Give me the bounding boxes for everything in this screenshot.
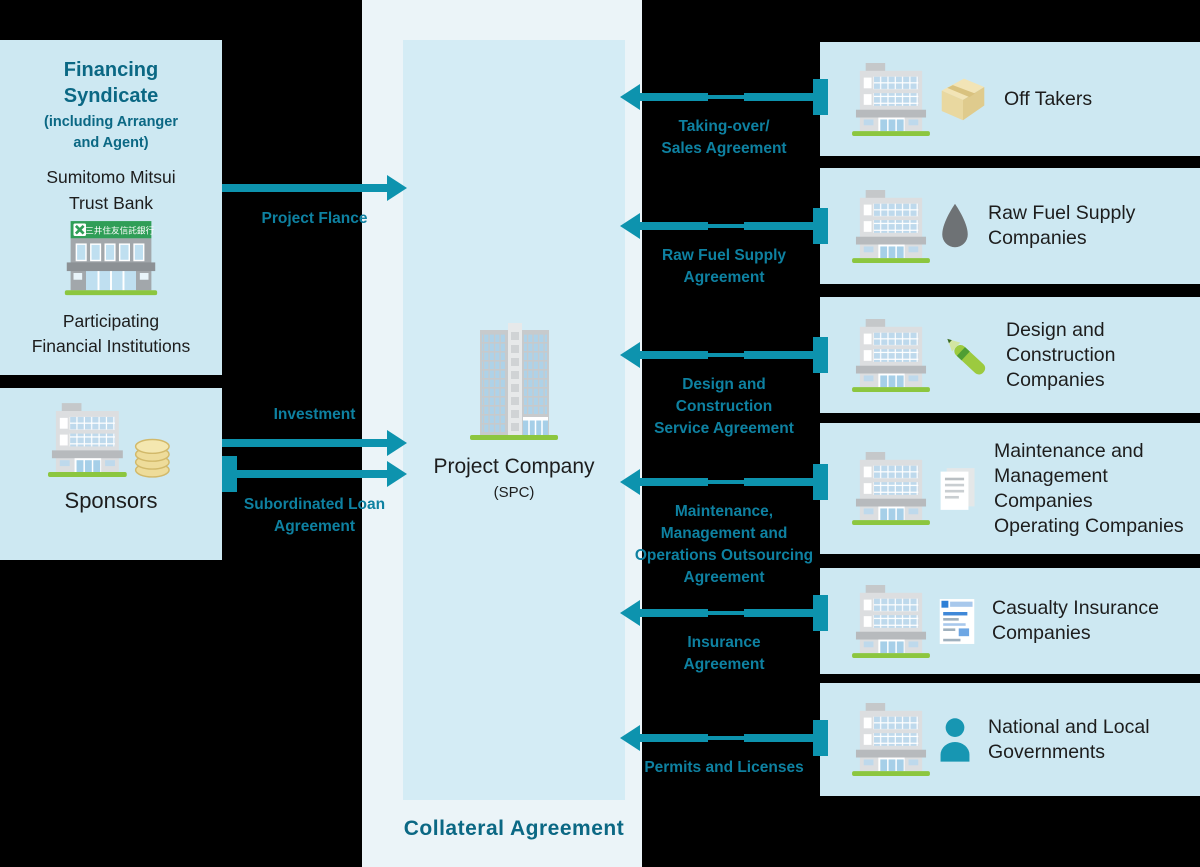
office-building-icon xyxy=(852,584,930,658)
arrow-notch xyxy=(708,609,744,617)
financing-syndicate-panel: Financing Syndicate (including Arranger … xyxy=(0,40,222,375)
arrowhead-right-icon xyxy=(387,461,407,487)
arrowhead-right-icon xyxy=(387,175,407,201)
arrow-notch xyxy=(708,93,744,101)
trust-bank-building-icon: 三井住友信託銀行 xyxy=(64,221,158,296)
sponsor-building-coins-icon xyxy=(48,403,170,478)
party-label: Design and Construction Companies xyxy=(1006,318,1116,391)
arrowhead-left-icon xyxy=(620,600,640,626)
arrow-source-block xyxy=(813,464,828,500)
arrow-shaft xyxy=(237,470,391,478)
party-label: Maintenance and Management Companies Ope… xyxy=(994,439,1184,537)
row-raw-fuel-supply: Raw Fuel Supply Companies xyxy=(820,168,1200,284)
arrow-shaft xyxy=(637,93,818,101)
spc-label: (SPC) xyxy=(493,484,535,501)
sponsors-panel: Sponsors xyxy=(0,388,222,560)
party-label: Raw Fuel Supply Companies xyxy=(988,202,1136,249)
arrow-shaft xyxy=(222,184,391,192)
arrowhead-right-icon xyxy=(387,430,407,456)
person-icon xyxy=(940,718,970,762)
row-design-construction: Design and Construction Companies xyxy=(820,297,1200,413)
arrow-shaft xyxy=(637,734,818,742)
arrow-source-block xyxy=(813,79,828,115)
arrow-source-block xyxy=(222,456,237,492)
office-building-icon xyxy=(852,452,930,525)
arrow-design-construction: Design and Construction Service Agreemen… xyxy=(620,337,828,437)
office-building-icon xyxy=(852,703,930,776)
arrow-source-block xyxy=(813,595,828,631)
bank-sign-text: 三井住友信託銀行 xyxy=(85,225,154,236)
arrow-source-block xyxy=(813,720,828,756)
arrowhead-left-icon xyxy=(620,213,640,239)
arrow-notch xyxy=(708,351,744,359)
financing-syndicate-title: Financing Syndicate xyxy=(63,59,159,107)
arrow-shaft xyxy=(637,222,818,230)
arrowhead-left-icon xyxy=(620,84,640,110)
arrow-raw-fuel-supply: Raw Fuel Supply Agreement xyxy=(620,208,828,286)
row-off-takers: Off Takers xyxy=(820,42,1200,156)
collateral-agreement-label: Collateral Agreement xyxy=(403,817,625,840)
bank-name-label: Sumitomo Mitsui Trust Bank xyxy=(46,167,176,213)
arrow-shaft xyxy=(637,351,818,359)
arrow-source-block xyxy=(813,208,828,244)
office-building-icon xyxy=(852,318,930,392)
arrow-shaft xyxy=(222,439,391,447)
arrow-notch xyxy=(708,222,744,230)
arrow-investment: Investment xyxy=(222,406,407,456)
arrow-maintenance-outsourcing: Maintenance, Management and Operations O… xyxy=(620,464,828,586)
party-label: National and Local Governments xyxy=(988,715,1150,763)
document-icon xyxy=(940,467,975,510)
arrow-project-finance: Project Flance xyxy=(222,175,407,227)
arrow-notch xyxy=(708,734,744,742)
arrow-notch xyxy=(708,478,744,486)
fuel-drop-icon xyxy=(942,203,968,248)
sponsors-label: Sponsors xyxy=(64,488,158,513)
arrow-shaft xyxy=(637,478,818,486)
agreement-label: Raw Fuel Supply Agreement xyxy=(661,247,786,286)
row-casualty-insurance: Casualty Insurance Companies xyxy=(820,568,1200,674)
party-label: Off Takers xyxy=(1004,87,1093,110)
project-company-panel: Project Company (SPC) xyxy=(403,40,625,800)
arrowhead-left-icon xyxy=(620,342,640,368)
subordinated-loan-label: Subordinated Loan Agreement xyxy=(243,496,386,535)
package-box-icon xyxy=(941,78,985,121)
row-national-local-governments: National and Local Governments xyxy=(820,683,1200,796)
party-label: Casualty Insurance Companies xyxy=(992,597,1159,644)
arrow-permits-licenses: Permits and Licenses xyxy=(620,720,828,776)
agreement-label: Design and Construction Service Agreemen… xyxy=(654,376,794,437)
office-building-icon xyxy=(852,62,930,136)
agreement-label: Permits and Licenses xyxy=(644,759,804,776)
agreement-label: Taking-over/ Sales Agreement xyxy=(661,118,787,157)
project-company-label: Project Company xyxy=(433,455,595,478)
financing-syndicate-subtitle: (including Arranger and Agent) xyxy=(44,114,178,151)
agreement-label: Insurance Agreement xyxy=(683,634,765,673)
arrowhead-left-icon xyxy=(620,725,640,751)
project-finance-label: Project Flance xyxy=(261,210,368,227)
agreement-label: Maintenance, Management and Operations O… xyxy=(634,503,814,586)
insurance-policy-icon xyxy=(939,598,975,644)
participating-institutions-label: Participating Financial Institutions xyxy=(31,311,191,356)
arrow-insurance: Insurance Agreement xyxy=(620,595,828,673)
arrow-source-block xyxy=(813,337,828,373)
green-pen-icon xyxy=(947,338,986,375)
row-maintenance-management: Maintenance and Management Companies Ope… xyxy=(820,423,1200,554)
arrow-subordinated-loan: Subordinated Loan Agreement xyxy=(222,456,407,535)
arrow-taking-over-sales: Taking-over/ Sales Agreement xyxy=(620,79,828,157)
office-building-icon xyxy=(852,189,930,263)
arrowhead-left-icon xyxy=(620,469,640,495)
investment-label: Investment xyxy=(273,406,356,423)
skyscraper-icon xyxy=(470,323,558,440)
arrow-shaft xyxy=(637,609,818,617)
